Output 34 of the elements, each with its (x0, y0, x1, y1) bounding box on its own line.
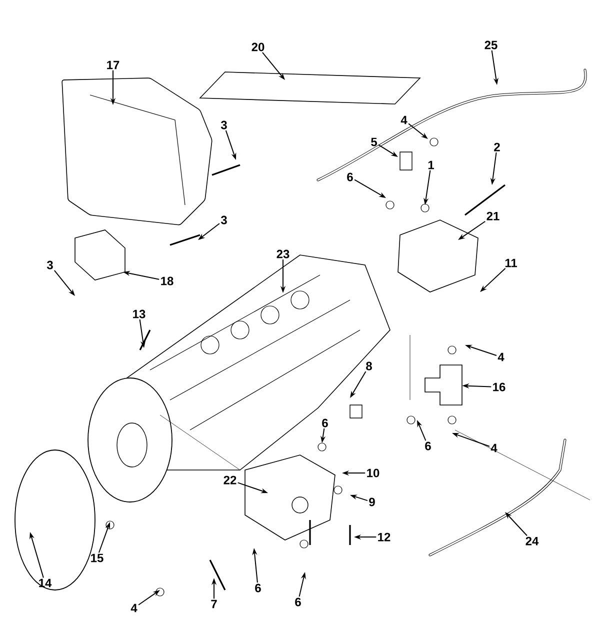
callout-number: 6 (295, 598, 301, 606)
callout-number: 2 (494, 142, 500, 152)
callout-number: 4 (400, 116, 408, 124)
callout-number: 3 (220, 120, 227, 130)
callout-number: 25 (484, 40, 498, 50)
callout-number: 20 (252, 42, 264, 52)
callout-number: 5 (371, 138, 377, 146)
callout-number: 4 (130, 604, 138, 612)
callout-number: 6 (425, 442, 431, 450)
callout-number: 6 (255, 584, 261, 592)
callout-number: 3 (220, 216, 227, 224)
callout-number: 6 (322, 418, 328, 428)
callout-number: 14 (39, 578, 52, 588)
callout-number: 21 (486, 212, 500, 220)
callout-number: 10 (367, 468, 380, 478)
callout-number: 22 (224, 476, 236, 484)
callout-number: 23 (276, 250, 290, 258)
callout-number: 8 (366, 362, 372, 370)
callout-number: 6 (347, 172, 353, 182)
callout-number: 7 (211, 600, 217, 608)
callout-number: 16 (493, 382, 506, 392)
callout-number: 12 (378, 532, 390, 542)
callout-number: 3 (46, 260, 53, 270)
callout-number: 1 (428, 160, 434, 170)
callout-number: 11 (505, 258, 517, 268)
callout-number: 4 (498, 352, 504, 362)
callout-number: 24 (526, 536, 539, 546)
callout-number: 15 (91, 554, 104, 562)
callout-number: 13 (133, 310, 146, 318)
callout-number: 4 (490, 444, 498, 452)
callout-number: 18 (161, 276, 174, 286)
callout-number: 9 (369, 498, 375, 506)
tee-fitting (424, 364, 462, 406)
callout-number: 17 (107, 60, 120, 70)
